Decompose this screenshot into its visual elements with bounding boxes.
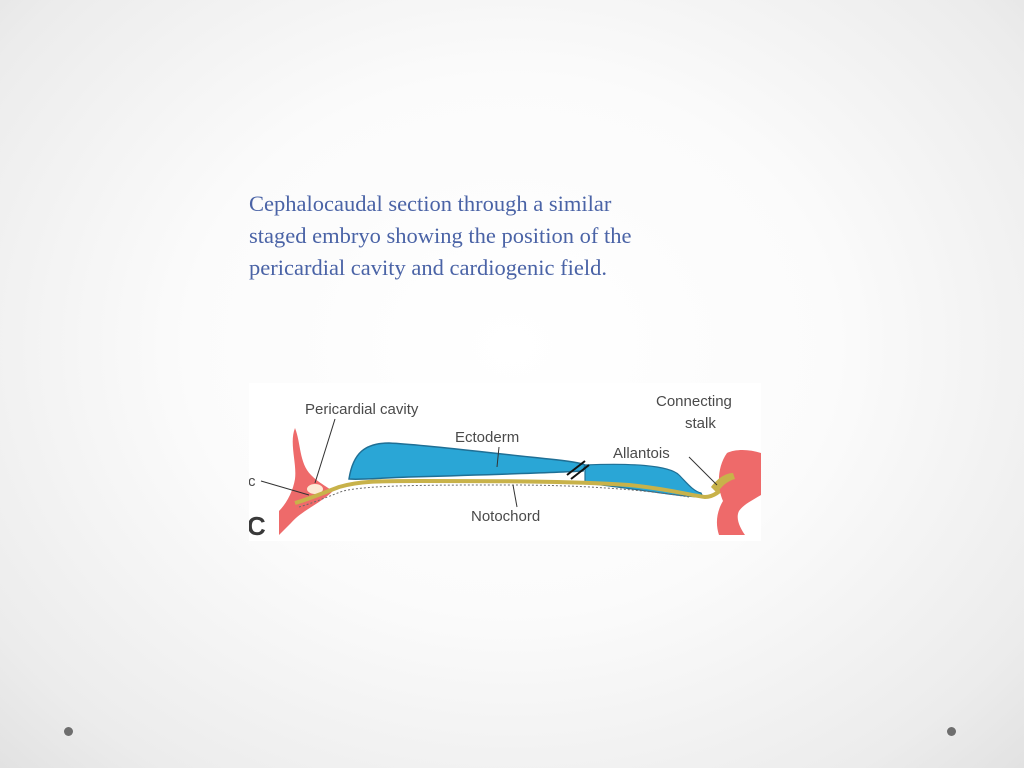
slide-caption: Cephalocaudal section through a similar …: [249, 188, 749, 284]
endoderm-inner-line: [298, 484, 690, 508]
label-notochord: Notochord: [471, 508, 540, 525]
label-connecting-stalk-line2: stalk: [685, 415, 716, 432]
connecting-stalk-shape: [716, 450, 761, 535]
ectoderm-amniotic-cavity: [348, 442, 586, 480]
leader-cut-label: [260, 480, 310, 496]
caption-line-3: pericardial cavity and cardiogenic field…: [249, 255, 607, 280]
label-cut-fragment: c: [249, 473, 256, 490]
bottom-right-dot: [947, 727, 956, 736]
cardiogenic-mesoderm-left: [279, 428, 333, 535]
endoderm-notochord-line: [294, 479, 731, 505]
allantois-shape: [711, 473, 735, 493]
leader-ectoderm: [496, 446, 500, 468]
label-pericardial-cavity: Pericardial cavity: [305, 401, 419, 418]
bottom-left-dot: [64, 727, 73, 736]
section-cut-mark: [566, 460, 590, 480]
caption-line-1: Cephalocaudal section through a similar: [249, 191, 612, 216]
panel-letter: C: [249, 511, 266, 541]
label-connecting-stalk-line1: Connecting: [656, 393, 732, 410]
leader-pericardial-cavity: [314, 418, 336, 484]
leader-notochord: [512, 484, 518, 508]
caption-line-2: staged embryo showing the position of th…: [249, 223, 632, 248]
ectoderm-right-segment: [584, 463, 704, 498]
leader-allantois: [688, 456, 718, 486]
label-allantois: Allantois: [613, 445, 670, 462]
embryo-section-diagram: Pericardial cavity Ectoderm Allantois Co…: [249, 383, 761, 541]
label-ectoderm: Ectoderm: [455, 429, 519, 446]
embryo-diagram-svg: Pericardial cavity Ectoderm Allantois Co…: [249, 393, 761, 541]
